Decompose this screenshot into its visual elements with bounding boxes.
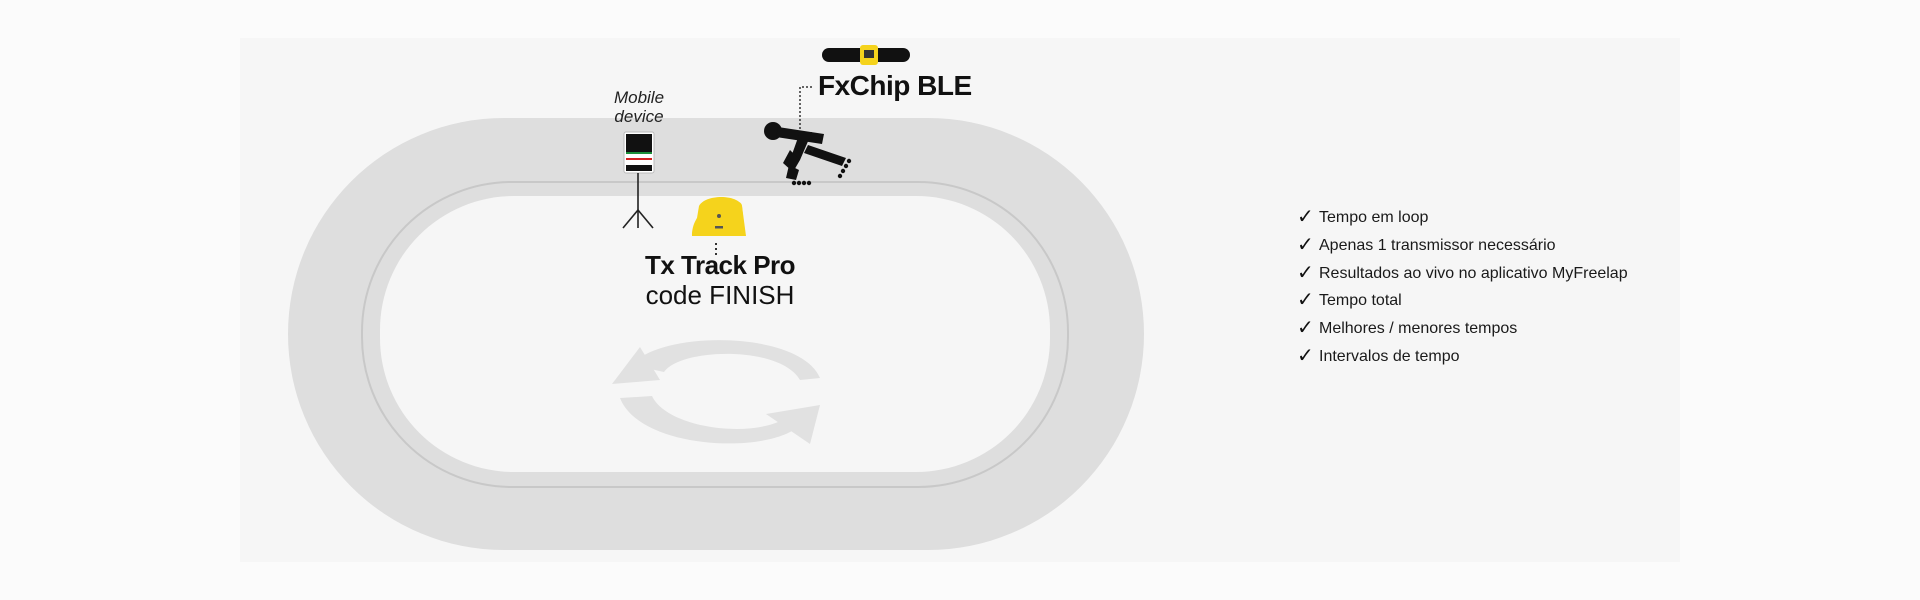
feature-label: Resultados ao vivo no aplicativo MyFreel… — [1319, 264, 1628, 282]
check-icon: ✓ — [1297, 233, 1314, 256]
feature-item: ✓ Apenas 1 transmissor necessário — [1297, 232, 1628, 260]
feature-label: Intervalos de tempo — [1319, 347, 1460, 365]
tx-label-line2: code FINISH — [645, 280, 795, 310]
check-icon: ✓ — [1297, 261, 1314, 284]
mobile-device-icon — [623, 131, 655, 174]
check-icon: ✓ — [1297, 206, 1314, 228]
mobile-label-line1: Mobile — [613, 88, 665, 107]
tx-label-line1: Tx Track Pro — [644, 250, 796, 280]
feature-item: ✓ Intervalos de tempo — [1297, 343, 1628, 371]
feature-label: Apenas 1 transmissor necessário — [1319, 236, 1556, 254]
feature-list: ✓ Tempo em loop ✓ Apenas 1 transmissor nec… — [1297, 204, 1628, 371]
mobile-device-label: Mobile device — [606, 88, 672, 126]
skater-icon — [764, 122, 852, 186]
tx-track-pro-label: Tx Track Pro code FINISH — [620, 250, 820, 310]
feature-item: ✓ Melhores / menores tempos — [1297, 315, 1628, 343]
fxchip-band-icon — [822, 45, 910, 65]
feature-item: ✓ Resultados ao vivo no aplicativo MyFree… — [1297, 260, 1628, 288]
feature-item: ✓ Tempo em loop — [1297, 204, 1628, 232]
tx-track-pro-icon — [692, 197, 746, 236]
track-lane-line — [361, 181, 1069, 488]
feature-item: ✓ Tempo total — [1297, 287, 1628, 315]
check-icon: ✓ — [1297, 289, 1314, 312]
loop-arrows-icon — [612, 340, 820, 444]
tripod-icon — [622, 173, 654, 229]
feature-label: Melhores / menores tempos — [1319, 320, 1518, 338]
track-infield — [380, 196, 1050, 472]
check-icon: ✓ — [1297, 317, 1314, 340]
mobile-label-line2: device — [614, 107, 664, 126]
fxchip-label: FxChip BLE — [818, 70, 972, 101]
feature-label: Tempo em loop — [1319, 209, 1429, 226]
check-icon: ✓ — [1297, 344, 1314, 367]
chip-leader-line — [799, 86, 812, 150]
feature-label: Tempo total — [1319, 292, 1402, 310]
